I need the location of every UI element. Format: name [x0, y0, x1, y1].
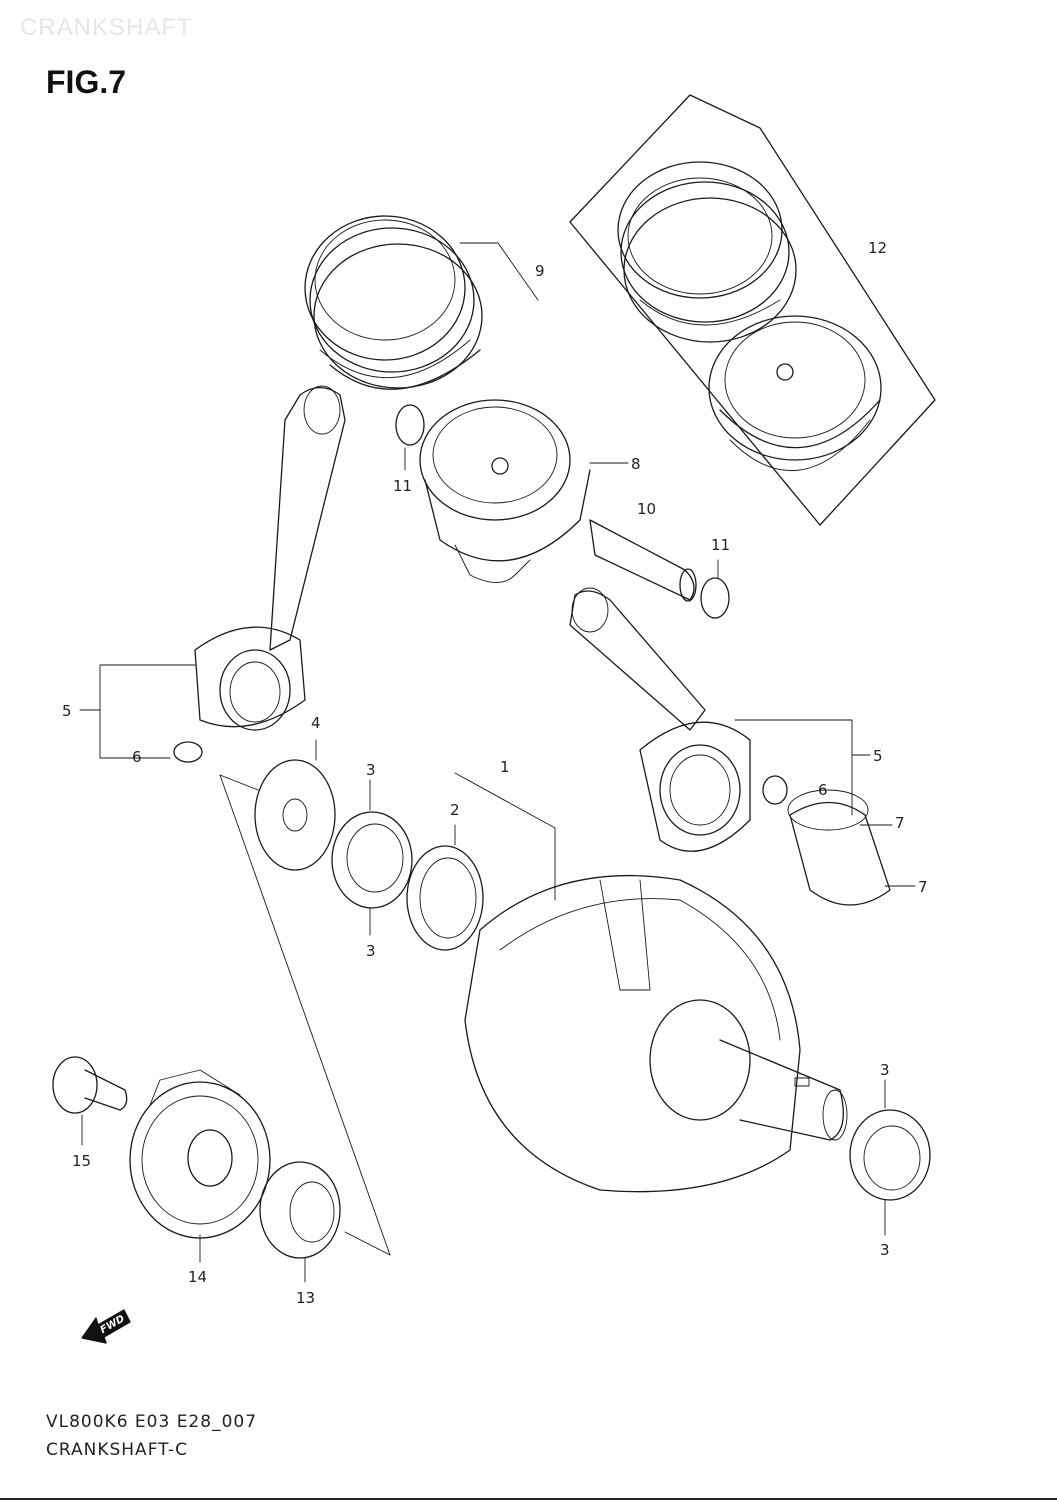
watermark-text: CRANKSHAFT	[20, 14, 193, 41]
callout-8: 8	[631, 455, 641, 473]
callout-1: 1	[500, 758, 510, 776]
callout-3-right-bottom: 3	[880, 1241, 890, 1259]
callout-14: 14	[188, 1268, 207, 1286]
callout-5-right: 5	[873, 747, 883, 765]
callout-3-left-top: 3	[366, 761, 376, 779]
callout-6-right: 6	[818, 781, 828, 799]
fwd-arrow-icon: FWD	[81, 1309, 131, 1344]
callout-10: 10	[637, 500, 656, 518]
diagram-code: VL800K6 E03 E28_007	[46, 1412, 258, 1432]
part-10-piston-pin[interactable]	[589, 519, 697, 602]
part-12-piston-kit[interactable]	[569, 94, 936, 526]
part-11-circlip-upper[interactable]	[395, 404, 425, 471]
part-1-crankshaft[interactable]	[454, 772, 848, 1193]
part-4-thrust-washer[interactable]	[254, 739, 336, 871]
callout-5-left: 5	[62, 702, 72, 720]
diagram-name: CRANKSHAFT-C	[46, 1440, 188, 1460]
figure-title: FIG.7	[46, 64, 127, 100]
part-5-connecting-rod-right[interactable]	[569, 587, 871, 852]
part-13-gear[interactable]	[259, 1161, 341, 1283]
part-9-piston-rings[interactable]	[304, 215, 539, 390]
part-11-circlip-lower[interactable]	[700, 559, 730, 619]
part-3-bearing-left[interactable]	[331, 779, 413, 936]
callout-13: 13	[296, 1289, 315, 1307]
callout-7-upper: 7	[895, 814, 905, 832]
callout-3-left-bottom: 3	[366, 942, 376, 960]
callout-11-lower: 11	[711, 536, 730, 554]
part-5-connecting-rod-left[interactable]	[79, 385, 346, 759]
callout-3-right-top: 3	[880, 1061, 890, 1079]
callout-2: 2	[450, 801, 460, 819]
callout-4: 4	[311, 714, 321, 732]
part-14-drive-gear[interactable]	[129, 1069, 271, 1263]
assembly-bracket-lines	[219, 774, 391, 1256]
callout-12: 12	[868, 239, 887, 257]
callout-11-upper: 11	[393, 477, 412, 495]
part-8-piston[interactable]	[419, 399, 629, 583]
part-7-conrod-bearings[interactable]	[787, 789, 916, 906]
callout-7-lower: 7	[918, 878, 928, 896]
callout-9: 9	[535, 262, 545, 280]
part-2-seal[interactable]	[406, 824, 484, 951]
part-15-bolt[interactable]	[52, 1056, 128, 1146]
part-6-bolt-left[interactable]	[149, 741, 203, 763]
part-6-bolt-right[interactable]	[762, 775, 788, 805]
part-3-bearing-right[interactable]	[849, 1079, 931, 1236]
callout-15: 15	[72, 1152, 91, 1170]
callout-6-left: 6	[132, 748, 142, 766]
